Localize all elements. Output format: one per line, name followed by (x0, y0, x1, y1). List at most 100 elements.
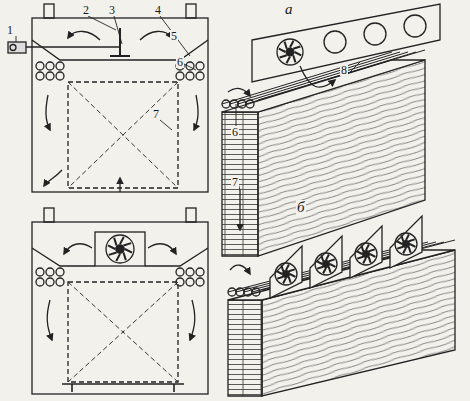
callout-number: 7 (152, 108, 160, 120)
fan-blade (277, 277, 283, 279)
fan-box (310, 236, 342, 288)
fan-blade (397, 241, 403, 244)
heater-pipe (196, 278, 204, 286)
fan-impellers (277, 15, 426, 65)
fan-hub (363, 251, 370, 258)
heater-pipe (56, 72, 64, 80)
fan-box (270, 246, 302, 298)
fan-ring (106, 235, 134, 263)
fan-blade (329, 259, 335, 261)
heater-pipe (238, 100, 246, 108)
fan-blade (289, 277, 291, 283)
fan-blade (357, 257, 363, 259)
heater-pipe (46, 278, 54, 286)
fan-blade (323, 268, 326, 274)
heater-pipe (56, 268, 64, 276)
fan-hub (286, 48, 294, 56)
callout-number: 4 (154, 4, 162, 16)
heater-pipe (36, 278, 44, 286)
callout-number: 7 (231, 176, 239, 188)
fan-box (350, 226, 382, 278)
fan-hub (403, 241, 410, 248)
fan-blade (120, 237, 124, 244)
fan-opening (404, 15, 426, 37)
fan-hub (323, 261, 330, 268)
callout-number: 6 (231, 126, 239, 138)
view-letter: а (284, 2, 294, 17)
callout-number: 1 (6, 24, 14, 36)
fan-blade (116, 254, 120, 261)
fan-blade (283, 278, 286, 284)
fan-opening (364, 23, 386, 45)
heater-pipe (252, 288, 260, 296)
heater-pipe (176, 278, 184, 286)
fan-blade (401, 235, 403, 241)
heater-pipe (196, 62, 204, 70)
heater-pipe (46, 268, 54, 276)
heater-pipe (230, 100, 238, 108)
fan-blade (366, 245, 369, 251)
fan-blade (397, 247, 403, 249)
fan-blade (409, 239, 415, 241)
fan-blade (289, 269, 295, 271)
fan-blade (410, 244, 416, 247)
fan-blade (317, 261, 323, 264)
heater-pipe (186, 268, 194, 276)
fan-blade (108, 245, 115, 249)
fan-ring (315, 253, 337, 275)
heater-pipes (36, 268, 204, 286)
callout-number: 2 (82, 4, 90, 16)
fan-blade (277, 271, 283, 274)
fan-blade (125, 249, 132, 253)
fan-blade (369, 249, 375, 251)
fan-blade (290, 41, 293, 48)
heater-pipe (176, 268, 184, 276)
fan-blade (326, 255, 329, 261)
fan-blade (409, 247, 411, 253)
fan-box (390, 216, 422, 268)
heater-pipe (196, 268, 204, 276)
fan-blade (280, 55, 287, 57)
fan-ring (277, 39, 303, 65)
heater-pipe (36, 72, 44, 80)
heater-pipe (246, 100, 254, 108)
kiln-section-b (32, 208, 208, 394)
heater-pipe (186, 72, 194, 80)
view-letter: б (296, 200, 306, 215)
heater-pipe (36, 62, 44, 70)
fan-blade (329, 267, 331, 273)
fan-blade (403, 248, 406, 254)
fan-blade (369, 257, 371, 263)
fan-opening (324, 31, 346, 53)
heater-pipe (36, 268, 44, 276)
heater-pipe (46, 62, 54, 70)
fan-impeller (106, 235, 134, 263)
kiln-section-a (8, 4, 208, 192)
heater-pipe (236, 288, 244, 296)
fan-blade (317, 267, 323, 269)
fan-blade (286, 265, 289, 271)
fan-blade (370, 254, 376, 257)
fan-blade (109, 252, 117, 254)
stack-perspective-a (222, 4, 440, 256)
heater-pipes (228, 288, 260, 296)
heater-pipes (222, 100, 254, 108)
fan-blade (123, 243, 131, 245)
heater-pipe (228, 288, 236, 296)
fan-blade (290, 274, 296, 277)
fan-blade (361, 245, 363, 251)
fan-blade (330, 264, 336, 267)
callout-number: 3 (108, 4, 116, 16)
fan-hub (116, 245, 124, 253)
heater-pipe (56, 62, 64, 70)
heater-pipe (46, 72, 54, 80)
fan-blade (287, 57, 290, 64)
fan-blade (293, 55, 295, 62)
heater-pipe (196, 72, 204, 80)
fan-blade (285, 42, 287, 49)
fan-blade (406, 235, 409, 241)
callout-number: 8 (340, 64, 348, 76)
fan-ring (395, 233, 417, 255)
fan-blade (321, 255, 323, 261)
